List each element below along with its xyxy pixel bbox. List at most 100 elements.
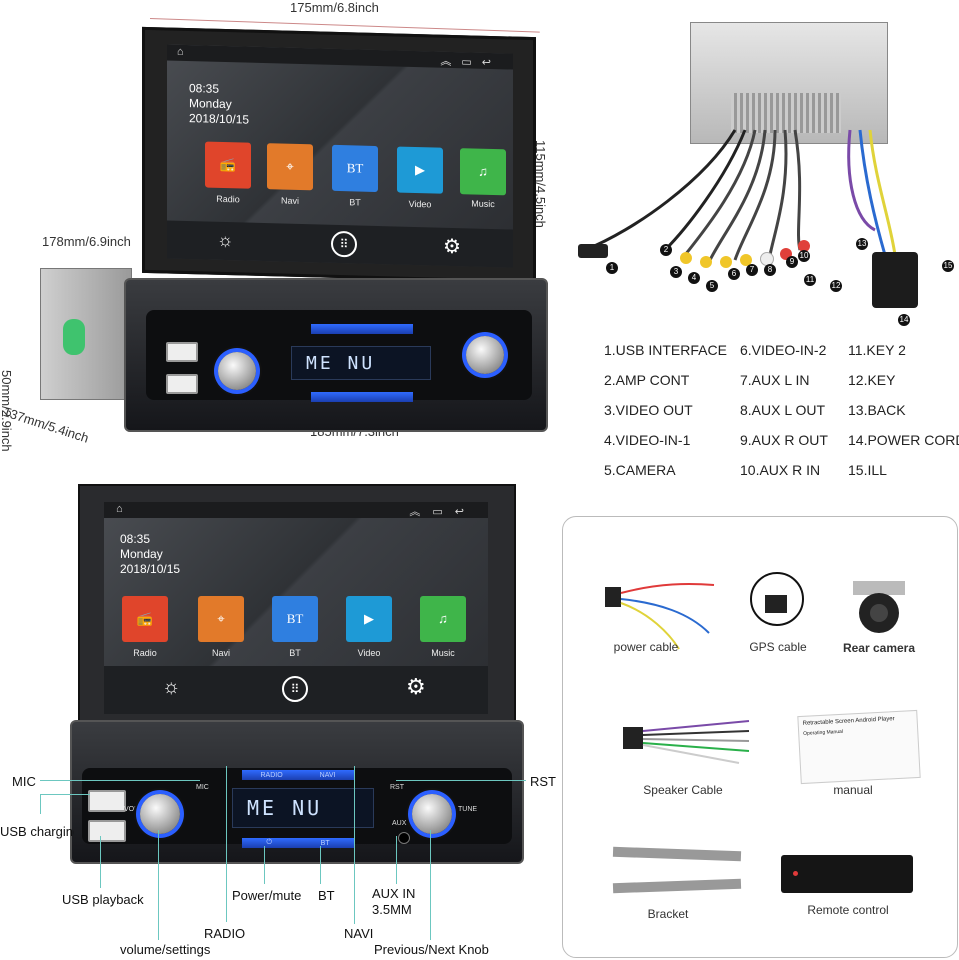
music-note-icon[interactable]: ♫ (460, 148, 506, 196)
callout-line-mic (40, 780, 200, 781)
aux-label: AUX (392, 820, 407, 827)
connector-number: 6 (728, 268, 740, 280)
clock-time: 08:35 (189, 81, 220, 96)
usb-playback-port[interactable] (88, 820, 126, 842)
callout-line-aux (396, 836, 397, 884)
bottom-head-unit: VOL MIC RADIO NAVI ME NU ⏻ BT RST AUX TU… (70, 720, 524, 864)
brightness-icon[interactable]: ☼ (217, 229, 234, 251)
clock-block: 08:35 Monday 2018/10/15 (120, 532, 180, 577)
tune-knob[interactable] (466, 336, 504, 374)
location-pin-icon[interactable]: ⌖ (198, 596, 244, 642)
brightness-icon[interactable]: ☼ (162, 676, 181, 698)
wire-harness-svg (584, 129, 897, 261)
legend-item: 8.AUX L OUT (740, 402, 826, 418)
rst-label: RST (390, 784, 404, 791)
location-pin-icon[interactable]: ⌖ (267, 143, 313, 191)
callout-power-mute: Power/mute (232, 888, 302, 903)
app-label-radio: Radio (133, 648, 157, 658)
bt-icon[interactable]: BT (332, 144, 378, 193)
usb-port-2[interactable] (166, 374, 198, 394)
connector-number: 1 (606, 262, 618, 274)
power-bar-label: ⏻ (266, 839, 272, 846)
legend-item: 7.AUX L IN (740, 372, 810, 388)
clock-date: 2018/10/15 (120, 562, 181, 576)
dimension-depth-top: 178mm/6.9inch (42, 234, 131, 249)
bottom-blue-bar[interactable]: ⏻ BT (242, 838, 354, 848)
connector-number: 12 (830, 280, 842, 292)
lcd-display: ME NU (291, 346, 431, 380)
rca-yellow-2 (700, 256, 712, 268)
connector-number: 9 (786, 256, 798, 268)
top-blue-bar[interactable]: RADIO NAVI (242, 770, 354, 780)
app-label-music: Music (471, 198, 495, 210)
top-screen[interactable]: ⌂ ︽▭↩ 08:35 Monday 2018/10/15 📻 Radio ⌖ … (167, 44, 513, 268)
green-sticker (63, 319, 85, 355)
nav-icons[interactable]: ︽▭↩ (440, 55, 501, 70)
callout-previous-next-knob: Previous/Next Knob (374, 942, 489, 957)
app-label-video: Video (408, 198, 432, 210)
radio-icon[interactable]: 📻 (122, 596, 168, 642)
accessories-box: power cable GPS cable Rear camera Speake… (562, 516, 958, 958)
gear-icon[interactable]: ⚙ (443, 235, 461, 259)
speaker-cable-image (623, 720, 750, 764)
acc-label-gps-cable: GPS cable (749, 640, 807, 654)
connector-number: 5 (706, 280, 718, 292)
mic-label: MIC (196, 784, 209, 791)
bt-bar-label: BT (320, 839, 330, 847)
callout-line-bt (320, 846, 321, 884)
callout-line-usbplay (100, 836, 101, 888)
legend-item: 2.AMP CONT (604, 372, 690, 388)
connector-number: 4 (688, 272, 700, 284)
status-bar: ⌂ ︽▭↩ (167, 44, 513, 70)
legend-item: 5.CAMERA (604, 462, 676, 478)
apps-grid-icon[interactable]: ⠿ (331, 230, 357, 258)
top-blue-bar (311, 324, 413, 334)
callout-navi: NAVI (344, 926, 374, 941)
connector-number: 2 (660, 244, 672, 256)
vol-label: VOL (124, 806, 139, 813)
callout-usb-charging: USB charging (0, 824, 74, 839)
callout-usb-playback: USB playback (62, 892, 144, 907)
legend-item: 9.AUX R OUT (740, 432, 828, 448)
clock-day: Monday (189, 96, 232, 112)
callout-mic: MIC (12, 774, 36, 789)
volume-settings-knob[interactable] (140, 794, 180, 834)
dimension-depth-bottom: 137mm/5.4inch (1, 404, 91, 446)
radio-icon[interactable]: 📻 (205, 141, 251, 189)
music-note-icon[interactable]: ♫ (420, 596, 466, 642)
chassis-side (40, 268, 132, 400)
callout-volume-settings: volume/settings (120, 942, 211, 957)
volume-knob[interactable] (218, 352, 256, 390)
chassis-vents (731, 93, 841, 133)
dimension-width-top: 175mm/6.8inch (290, 0, 379, 15)
legend-item: 12.KEY (848, 372, 896, 388)
usb-charging-port[interactable] (88, 790, 126, 812)
callout-line-volume (158, 830, 159, 940)
back-shape-icon[interactable]: ⌂ (116, 503, 123, 515)
app-label-navi: Navi (211, 648, 230, 658)
play-icon[interactable]: ▶ (397, 146, 443, 194)
legend-item: 6.VIDEO-IN-2 (740, 342, 827, 358)
previous-next-knob[interactable] (412, 794, 452, 834)
rca-yellow-1 (680, 252, 692, 264)
gps-cable-image (750, 572, 804, 626)
apps-grid-icon[interactable]: ⠿ (282, 676, 308, 702)
gear-icon[interactable]: ⚙ (406, 674, 426, 699)
back-shape-icon[interactable]: ⌂ (177, 45, 184, 58)
clock-time: 08:35 (120, 532, 151, 546)
clock-date: 2018/10/15 (189, 111, 250, 127)
dock: ☼ ⠿ ⚙ (104, 666, 488, 714)
nav-icons[interactable]: ︽▭↩ (409, 506, 476, 518)
bt-icon[interactable]: BT (272, 596, 318, 642)
aux-jack[interactable] (398, 832, 410, 844)
bottom-blue-bar (311, 392, 413, 402)
legend-item: 11.KEY 2 (848, 342, 906, 358)
bottom-screen[interactable]: ⌂ ︽▭↩ 08:35 Monday 2018/10/15 📻 Radio ⌖ … (104, 502, 488, 714)
callout-line-rst (396, 780, 526, 781)
app-label-radio: Radio (216, 193, 240, 205)
app-label-bt: BT (349, 197, 361, 208)
play-icon[interactable]: ▶ (346, 596, 392, 642)
usb-port-1[interactable] (166, 342, 198, 362)
legend-item: 14.POWER CORD (848, 432, 959, 448)
bracket-image-1 (612, 846, 742, 862)
